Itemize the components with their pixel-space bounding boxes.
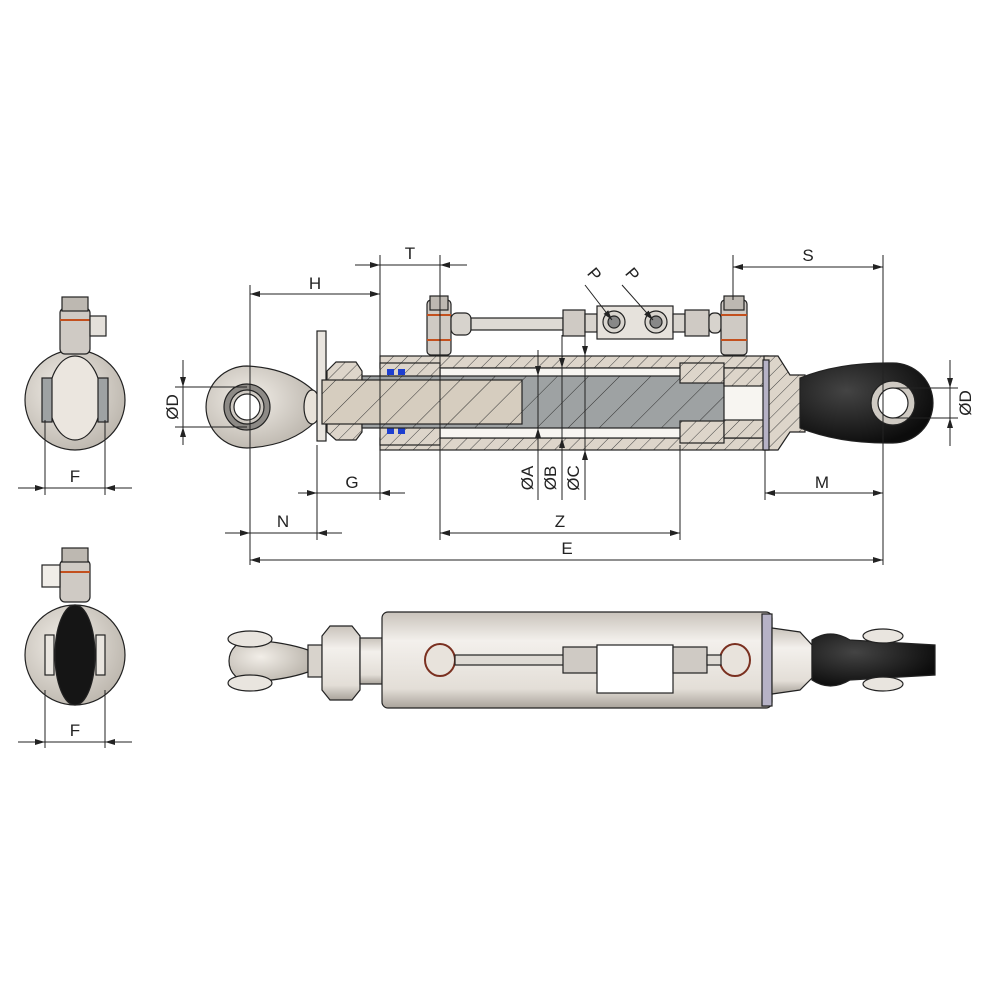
dim-label-d-right: ØD: [956, 390, 975, 416]
right-rod-eye: [799, 362, 934, 444]
dim-label-f-top: F: [70, 467, 80, 486]
dim-label-b: ØB: [541, 466, 560, 491]
dim-label-z: Z: [555, 512, 565, 531]
black-eye-exterior: [811, 633, 936, 687]
dim-label-d-left: ØD: [163, 394, 182, 420]
left-rod-eye: [205, 365, 321, 449]
dim-label-p2: P: [621, 264, 643, 285]
exterior-view: [227, 611, 936, 709]
lock-nut-exterior: [321, 625, 361, 701]
end-cap: [763, 355, 806, 451]
dim-label-s: S: [802, 246, 813, 265]
end-view-bottom: F: [18, 547, 132, 748]
dim-label-p1: P: [583, 264, 605, 285]
seal: [387, 369, 394, 375]
dim-label-t: T: [405, 244, 415, 263]
dim-label-f-bottom: F: [70, 721, 80, 740]
end-view-top: F: [18, 296, 132, 495]
seal: [398, 369, 405, 375]
weld-ring: [762, 359, 770, 451]
seal: [387, 428, 394, 434]
dim-label-n: N: [277, 512, 289, 531]
threaded-rod: [321, 379, 523, 425]
dimensions: H T S P P ØD ØD G ØA ØB ØC N Z M E: [163, 244, 975, 565]
dim-label-g: G: [345, 473, 358, 492]
dim-label-a: ØA: [518, 465, 537, 490]
dim-label-e: E: [561, 539, 572, 558]
dim-label-c: ØC: [564, 465, 583, 491]
dim-label-m: M: [815, 473, 829, 492]
dim-label-h: H: [309, 274, 321, 293]
hydraulic-line: [426, 295, 748, 356]
piston: [679, 362, 725, 384]
valve-block-window: [596, 644, 674, 694]
seal: [398, 428, 405, 434]
section-view: [205, 295, 934, 451]
